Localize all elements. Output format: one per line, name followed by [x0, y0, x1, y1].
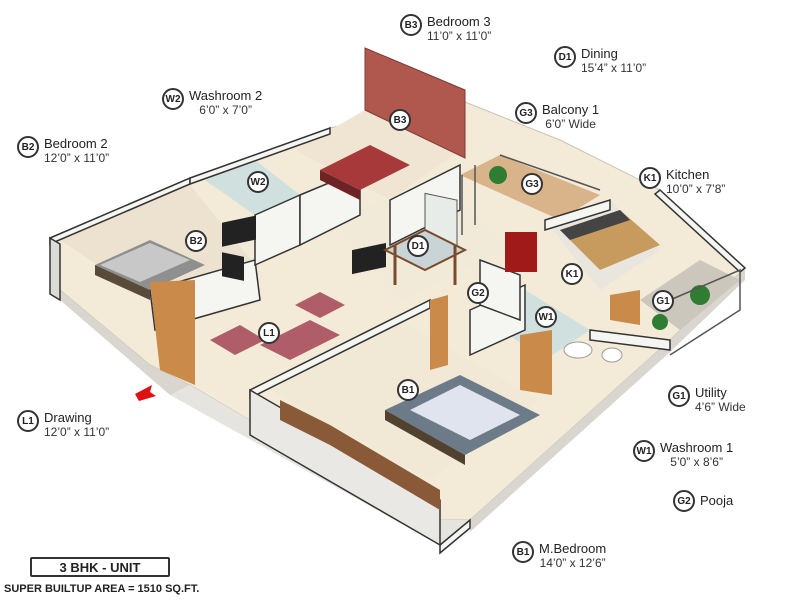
- balcony-railing: [461, 154, 741, 356]
- tag-k1: K1: [561, 263, 583, 285]
- bedroom-2-bed: [95, 240, 205, 300]
- washroom-1-fixtures: [563, 341, 623, 363]
- doors: [150, 280, 640, 395]
- bedroom-3-accent-wall: [364, 47, 466, 159]
- tag-w2: W2: [247, 171, 269, 193]
- tag-g1: G1: [652, 290, 674, 312]
- tv-bedroom-2: [222, 252, 244, 281]
- tag-d1: D1: [407, 235, 429, 257]
- tag-b3: B3: [389, 109, 411, 131]
- master-bedroom-bed: [385, 375, 540, 465]
- tag-w1: W1: [535, 306, 557, 328]
- refrigerator: [505, 232, 537, 272]
- drawing-room-sofas: [210, 292, 345, 360]
- tag-g3: G3: [521, 173, 543, 195]
- kitchen-counter-top: [560, 210, 630, 240]
- wardrobe: [280, 400, 440, 510]
- bedroom-3-bed: [320, 145, 410, 200]
- legend-pooja: G2 Pooja: [673, 490, 733, 512]
- tv-drawing: [222, 215, 256, 247]
- tag-l1: L1: [258, 322, 280, 344]
- tag-b1: B1: [397, 379, 419, 401]
- tag-g2: G2: [467, 282, 489, 304]
- entry-arrow: [135, 385, 156, 401]
- unit-type-label: 3 BHK - UNIT: [30, 557, 170, 577]
- super-builtup-area: SUPER BUILTUP AREA = 1510 SQ.FT.: [4, 583, 200, 595]
- tag-b2: B2: [185, 230, 207, 252]
- tv-master: [352, 242, 386, 275]
